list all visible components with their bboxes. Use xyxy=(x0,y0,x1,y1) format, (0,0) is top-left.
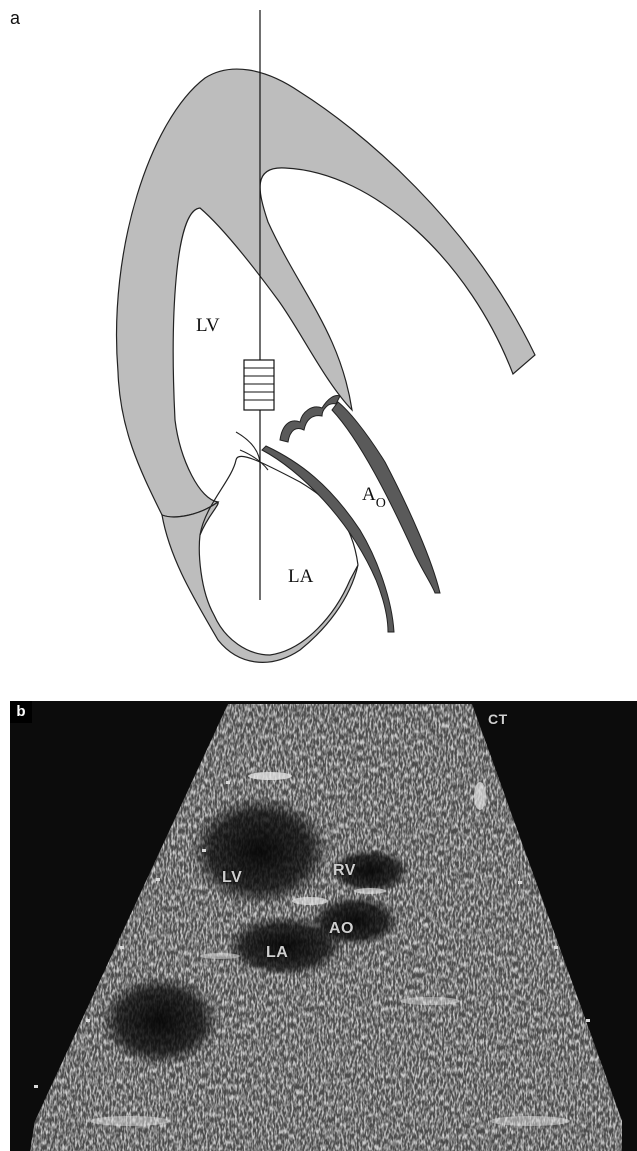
panel-b-letter: b xyxy=(10,701,32,723)
echo-label-right-ventricle: RV xyxy=(333,862,356,880)
panel-b-echocardiogram: b xyxy=(10,701,637,1151)
echo-label-left-ventricle: LV xyxy=(222,869,242,887)
label-aorta-main: A xyxy=(362,484,376,505)
sample-volume-gate xyxy=(244,360,274,410)
echo-label-left-atrium: LA xyxy=(266,944,288,962)
heart-schematic: LV AO LA xyxy=(0,0,637,690)
panel-a-letter: a xyxy=(10,8,20,29)
mitral-leaflet-anterior xyxy=(236,432,260,470)
label-left-ventricle: LV xyxy=(196,315,220,336)
corner-mark: CT xyxy=(488,711,508,727)
aortic-wall-anterior xyxy=(332,402,440,593)
ultrasound-sector-image xyxy=(10,701,637,1151)
echo-label-aorta: AO xyxy=(329,920,354,938)
panel-a-diagram: a LV AO LA xyxy=(0,0,637,690)
aortic-wall-posterior xyxy=(262,446,394,632)
label-left-atrium: LA xyxy=(288,566,314,587)
lv-cavity-shadow xyxy=(190,796,330,906)
lower-left-shadow xyxy=(100,976,220,1066)
aortic-valve-cusps xyxy=(280,396,340,443)
septal-arch-wall xyxy=(117,69,535,517)
label-aorta-subscript: O xyxy=(376,496,386,511)
